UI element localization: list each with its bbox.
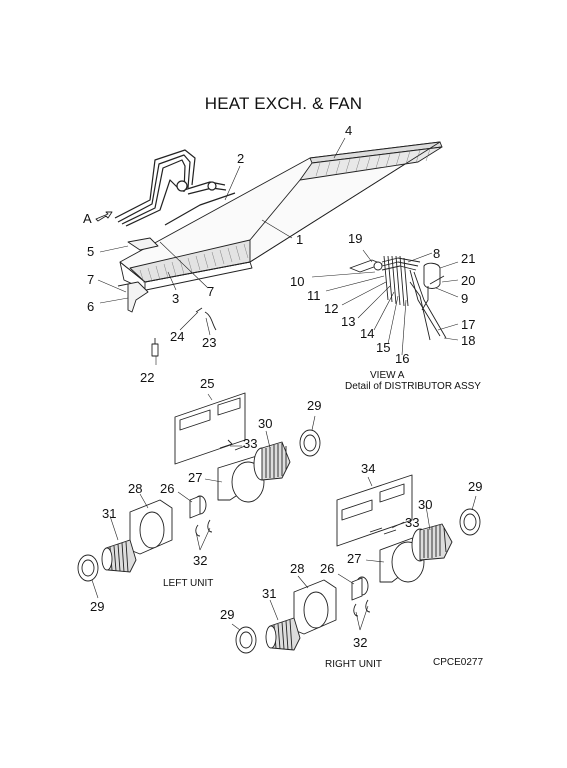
callout-7b: 7	[207, 284, 215, 299]
callout-3: 3	[172, 291, 180, 306]
callout-27-right: 27	[347, 551, 362, 566]
diagram-title: HEAT EXCH. & FAN	[204, 94, 363, 113]
callout-10: 10	[290, 274, 305, 289]
callout-32-left: 32	[193, 553, 208, 568]
callout-14: 14	[360, 326, 375, 341]
view-a-caption: VIEW A	[370, 370, 405, 381]
callout-4: 4	[345, 123, 353, 138]
leader-lines-main	[97, 137, 346, 365]
callout-28-left: 28	[128, 481, 143, 496]
leader-lines-right	[231, 476, 477, 631]
callout-12: 12	[324, 301, 339, 316]
callout-28-right: 28	[290, 561, 305, 576]
figure-code: CPCE0277	[433, 657, 484, 668]
callout-20: 20	[461, 273, 476, 288]
callout-21: 21	[461, 251, 476, 266]
callout-29-right-a: 29	[468, 479, 483, 494]
leader-lines-left	[91, 393, 316, 599]
callout-17: 17	[461, 317, 476, 332]
callout-19: 19	[348, 231, 363, 246]
callout-34: 34	[361, 461, 376, 476]
callout-32-right: 32	[353, 635, 368, 650]
left-fan-unit	[77, 392, 321, 582]
view-arrow	[95, 211, 113, 222]
callout-26-right: 26	[320, 561, 335, 576]
right-fan-unit	[235, 474, 481, 654]
refrigerant-tubing	[114, 149, 236, 227]
callout-26-left: 26	[160, 481, 175, 496]
callout-25: 25	[200, 376, 215, 391]
view-arrow-label: A	[83, 211, 92, 226]
mounting-bracket	[117, 237, 159, 313]
callout-8: 8	[433, 246, 441, 261]
callout-29-left-a: 29	[307, 398, 322, 413]
callout-1: 1	[296, 232, 304, 247]
callout-31-right: 31	[262, 586, 277, 601]
callout-11: 11	[307, 288, 321, 303]
callout-30-left: 30	[258, 416, 273, 431]
callout-7a: 7	[87, 272, 95, 287]
view-a-subcaption: Detail of DISTRIBUTOR ASSY	[345, 381, 481, 392]
left-unit-label: LEFT UNIT	[163, 578, 214, 589]
callout-16: 16	[395, 351, 410, 366]
callout-6: 6	[87, 299, 95, 314]
callout-2: 2	[237, 151, 245, 166]
callout-23: 23	[202, 335, 217, 350]
callout-31-left: 31	[102, 506, 117, 521]
fin-hatching	[139, 148, 431, 284]
distributor-assy	[349, 255, 447, 341]
callout-30-right: 30	[418, 497, 433, 512]
callout-24: 24	[170, 329, 185, 344]
callout-13: 13	[341, 314, 356, 329]
callout-29-left-b: 29	[90, 599, 105, 614]
callout-9: 9	[461, 291, 469, 306]
callout-33-right: 33	[405, 515, 420, 530]
heat-exchanger	[119, 141, 443, 291]
small-fasteners	[151, 307, 217, 357]
callout-15: 15	[376, 340, 391, 355]
callout-27-left: 27	[188, 470, 203, 485]
callout-5: 5	[87, 244, 95, 259]
callout-33-left: 33	[243, 436, 258, 451]
callout-18: 18	[461, 333, 476, 348]
callout-29-right-b: 29	[220, 607, 235, 622]
callout-22: 22	[140, 370, 155, 385]
right-unit-label: RIGHT UNIT	[325, 659, 383, 670]
leader-lines-view-a	[311, 249, 459, 356]
